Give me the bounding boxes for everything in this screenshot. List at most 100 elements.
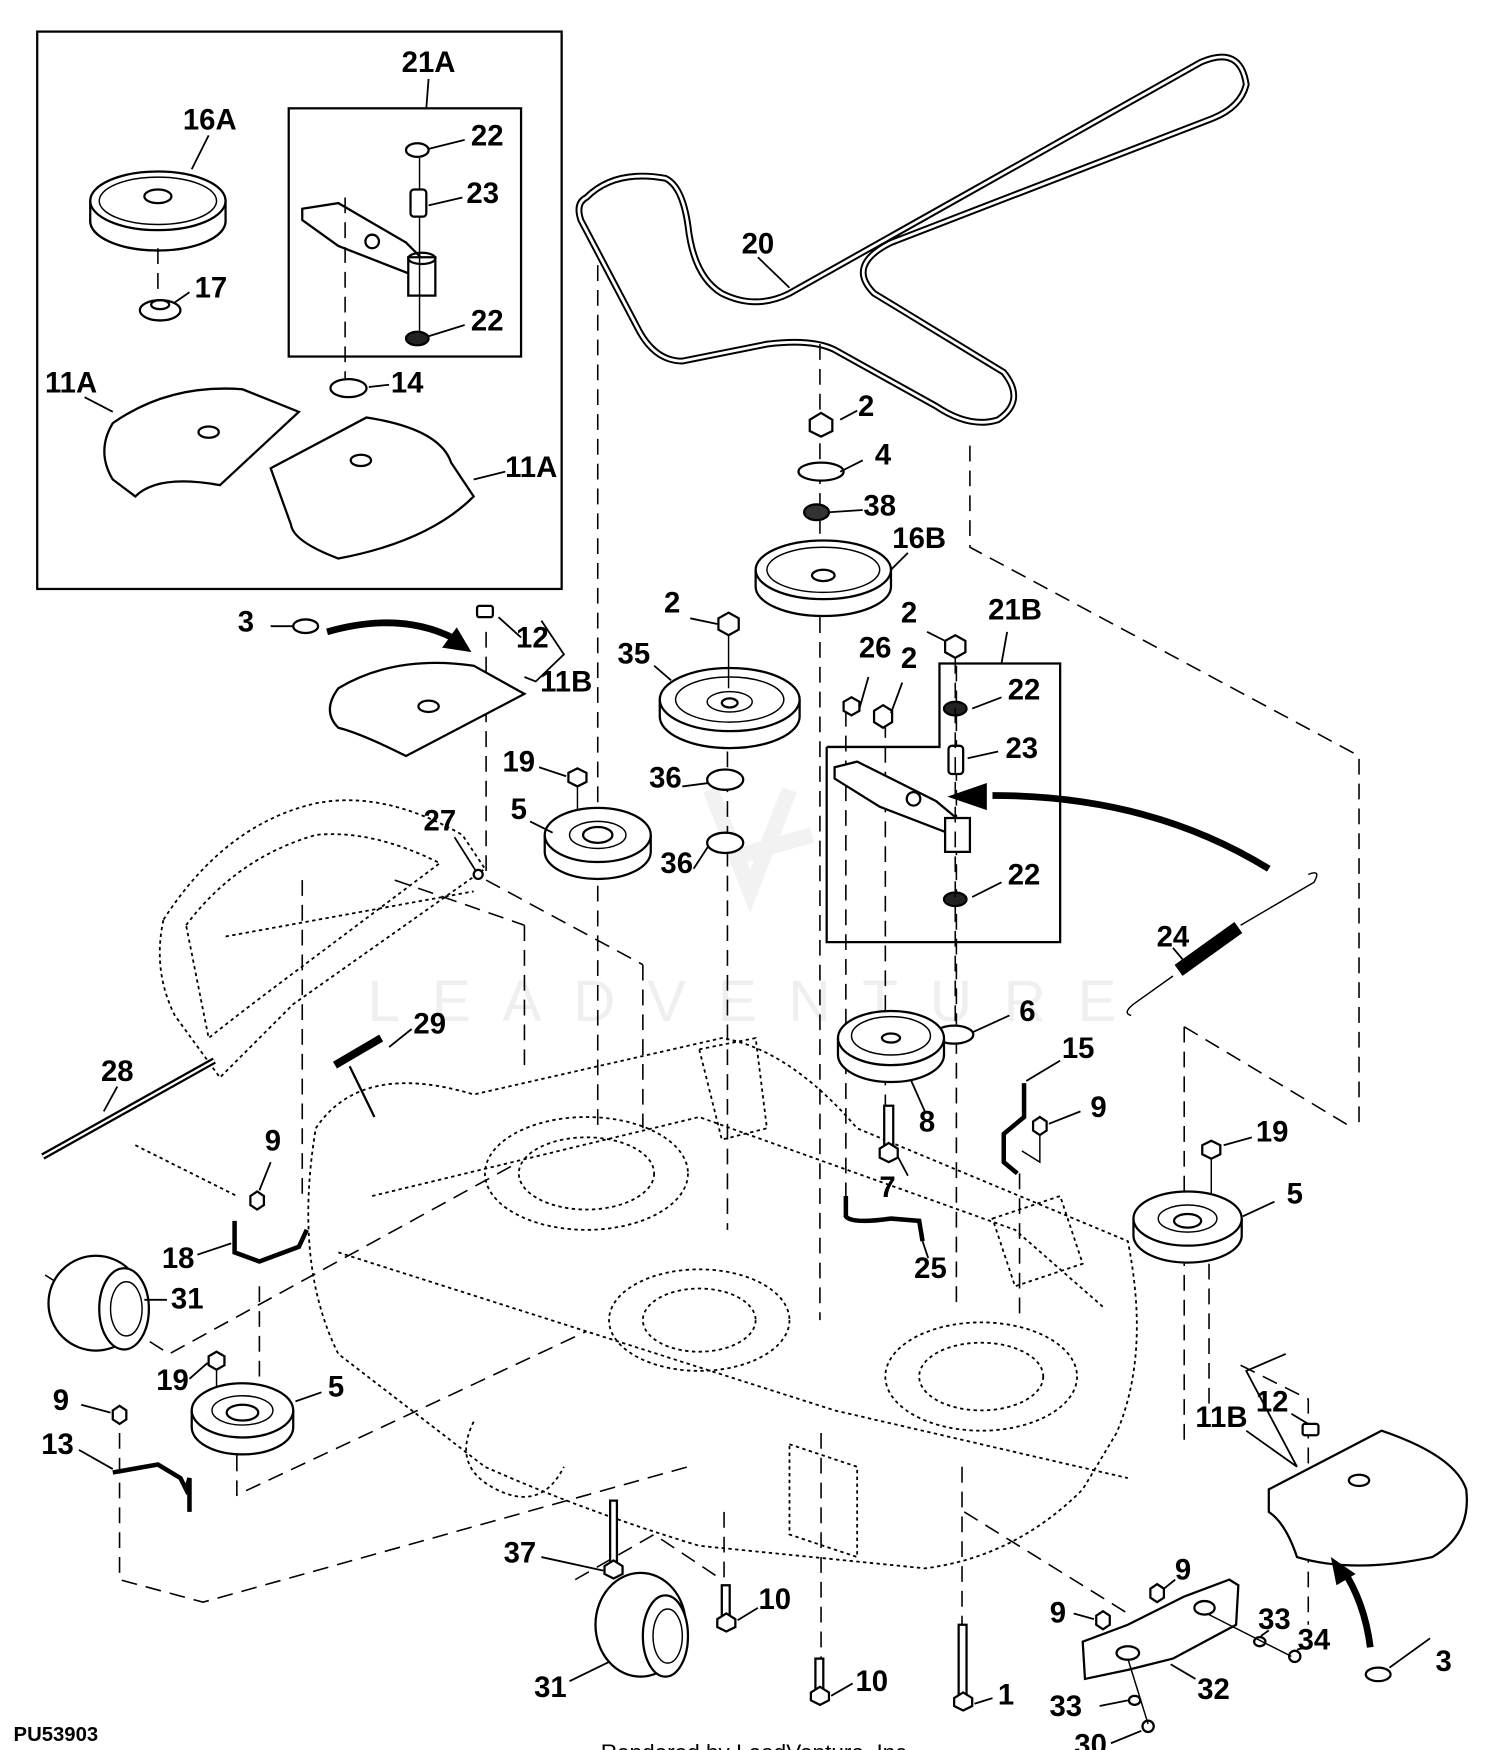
callout-30: 30 [1074,1728,1107,1750]
shield-11b-lower: 11B 12 3 [1195,1353,1468,1683]
callout-2: 2 [901,642,917,675]
bearing-38 [803,503,831,522]
center-idler-parts: 6 8 7 25 15 9 [836,995,1107,1285]
callout-16a: 16A [183,104,237,137]
callout-2: 2 [664,587,680,620]
callout-5: 5 [328,1371,344,1404]
spring-29 [332,1034,384,1069]
callout-29: 29 [413,1007,446,1040]
callout-22: 22 [471,304,504,337]
callout-32: 32 [1197,1673,1230,1706]
callout-19: 19 [1256,1116,1289,1149]
callout-3: 3 [1435,1645,1451,1678]
callout-26: 26 [859,632,892,665]
callout-22: 22 [1008,858,1041,891]
drive-belt-20: 20 [575,53,1250,426]
callout-38: 38 [863,489,896,522]
callout-21b: 21B [988,593,1042,626]
nut-2 [943,633,967,660]
callout-2: 2 [901,597,917,630]
left-gauge-wheel-parts: 9 18 31 19 5 9 13 [41,1125,344,1512]
bolt-1 [957,1623,968,1700]
callout-33: 33 [1258,1603,1291,1636]
assembly-guide-lines [44,265,1360,1670]
inset-21a-group-box [287,107,523,358]
callout-23: 23 [1006,732,1039,765]
callout-5: 5 [1287,1178,1303,1211]
rod-15 [1001,1083,1027,1176]
callout-21a: 21A [402,46,456,79]
idler-pulley-8 [836,1009,946,1067]
washer-33 [1127,1694,1142,1706]
shield-11a-right [269,416,476,560]
pulley-16b [754,539,893,618]
bolt-19 [567,767,588,788]
drive-pulley-stack: 2 4 38 16B [754,390,946,618]
callout-7: 7 [879,1171,895,1204]
nut-9 [249,1190,266,1211]
bushing-36-bottom [706,831,745,855]
install-arrow-icon [992,792,1271,872]
callout-9: 9 [1090,1091,1106,1124]
bracket-13 [112,1462,192,1512]
gauge-wheel-31 [47,1254,150,1352]
bolt-19 [1201,1139,1222,1161]
washer-4 [797,461,845,482]
callout-28: 28 [101,1055,134,1088]
pulley-5 [543,806,652,864]
callout-33: 33 [1049,1690,1082,1723]
inset-border [36,30,563,591]
idler-arm-21b-box [825,662,1062,944]
ring-3 [1364,1666,1392,1683]
nut-9 [1095,1609,1111,1631]
bottom-hardware: 37 10 31 10 1 9 9 32 33 [504,1499,1331,1750]
callout-14: 14 [391,366,424,399]
callout-9: 9 [1050,1596,1066,1629]
callout-1: 1 [998,1679,1014,1712]
inset-panel: 21A 16A 22 23 17 22 14 11A 11A [36,30,563,591]
nut-9 [111,1404,128,1426]
render-credit: Rendered by LeadVenture, Inc. [601,1740,913,1750]
clip-12 [1301,1422,1320,1437]
bracket-18 [232,1220,309,1264]
callout-17: 17 [195,272,228,305]
bolt-37 [609,1499,619,1564]
pulley-5 [190,1382,295,1439]
callout-12: 12 [1256,1385,1289,1418]
nut-26 [842,695,861,717]
callout-12: 12 [516,621,549,654]
pulley-5 [1132,1190,1243,1247]
idler-arm-21b-group: 2 21B 26 2 22 23 22 [825,593,1271,1039]
deflector-parts: 27 28 29 [41,804,484,1197]
nut-2 [808,411,834,438]
skid-plate-32 [1081,1578,1240,1681]
callout-9: 9 [265,1125,281,1158]
install-arrow-icon [326,619,465,647]
bolt-30 [1141,1719,1155,1734]
callout-8: 8 [919,1106,935,1139]
callout-11a: 11A [45,366,97,399]
nut-2 [717,611,740,637]
callout-11b: 11B [540,665,592,698]
callout-6: 6 [1019,995,1035,1028]
callout-31: 31 [534,1671,567,1704]
bolt-34 [1287,1649,1302,1664]
bearing-22-bottom [404,330,430,347]
bolt-7 [883,1104,895,1148]
callout-36: 36 [649,761,682,794]
callout-27: 27 [424,804,457,837]
callout-16b: 16B [892,522,946,555]
callout-19: 19 [502,746,535,779]
callout-25: 25 [914,1252,947,1285]
callout-2: 2 [858,390,874,423]
install-arrow-icon [1339,1566,1374,1648]
callout-15: 15 [1062,1032,1095,1065]
callout-23: 23 [466,177,499,210]
callout-34: 34 [1298,1623,1331,1656]
idler-pulley-35-stack: 2 35 36 36 [618,587,801,880]
callout-20: 20 [742,228,775,261]
callout-11b: 11B [1195,1401,1247,1434]
callout-10: 10 [856,1665,889,1698]
callout-24: 24 [1157,920,1190,953]
